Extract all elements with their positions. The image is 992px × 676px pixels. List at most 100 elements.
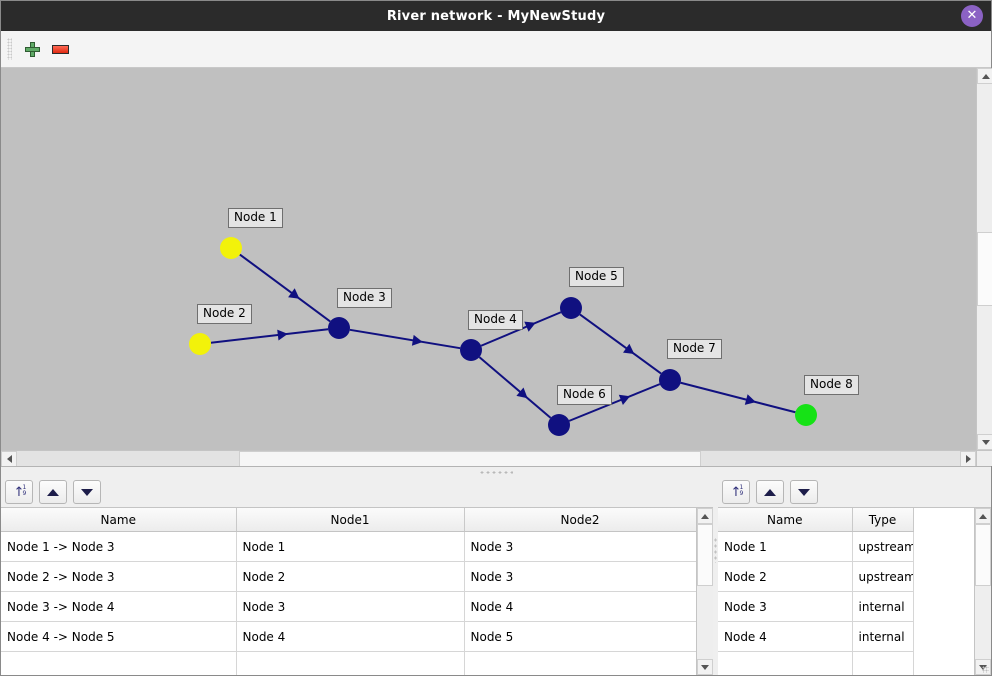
reaches-column-header[interactable]: Name [1,508,237,532]
graph-node-node-6[interactable] [548,414,570,436]
graph-node-node-7[interactable] [659,369,681,391]
canvas-horizontal-scrollbar[interactable] [1,450,976,467]
vscroll-thumb[interactable] [977,232,992,306]
add-node-button[interactable] [18,35,46,63]
nodes-table-row[interactable] [718,651,974,675]
graph-edge[interactable] [349,328,461,350]
vscroll-track[interactable] [977,84,992,434]
nodes-cell-type[interactable]: internal [852,621,914,652]
close-icon[interactable]: ✕ [961,5,983,27]
reaches-cell-name[interactable] [1,651,237,675]
graph-edge[interactable] [579,313,662,375]
reaches-vertical-scrollbar[interactable] [696,508,713,675]
graph-node-label-node-1[interactable]: Node 1 [228,208,283,228]
nodes-cell-name[interactable]: Node 3 [718,591,853,622]
nodes-column-header[interactable]: Name [718,508,853,532]
nodes-cell-name[interactable]: Node 4 [718,621,853,652]
reaches-vscroll-thumb[interactable] [697,524,713,586]
nodes-cell-name[interactable]: Node 1 [718,531,853,562]
vertical-splitter[interactable] [713,477,718,675]
nodes-cell-name[interactable]: Node 2 [718,561,853,592]
graph-node-node-8[interactable] [795,404,817,426]
graph-node-label-node-6[interactable]: Node 6 [557,385,612,405]
nodes-cell-type[interactable]: internal [852,591,914,622]
graph-node-node-2[interactable] [189,333,211,355]
reaches-cell-node2[interactable]: Node 3 [464,561,696,592]
reaches-cell-node2[interactable]: Node 4 [464,591,696,622]
nodes-vscroll-thumb[interactable] [975,524,991,586]
reaches-cell-node2[interactable] [464,651,696,675]
reaches-column-header[interactable]: Node1 [236,508,465,532]
toolbar-grip[interactable] [7,38,12,60]
graph-node-label-node-3[interactable]: Node 3 [337,288,392,308]
reaches-cell-name[interactable]: Node 3 -> Node 4 [1,591,237,622]
reaches-table-row[interactable] [1,651,696,675]
reaches-cell-node1[interactable]: Node 3 [236,591,465,622]
graph-node-node-5[interactable] [560,297,582,319]
graph-edge[interactable] [568,383,661,422]
reaches-cell-node1[interactable]: Node 4 [236,621,465,652]
reaches-move-up-button[interactable] [39,480,67,504]
graph-edge[interactable] [680,381,796,414]
reaches-cell-node2[interactable]: Node 3 [464,531,696,562]
reaches-scroll-up-icon[interactable] [697,508,713,524]
resize-grip-icon[interactable] [982,666,989,673]
graph-edge[interactable] [478,356,552,419]
reaches-vscroll-track[interactable] [697,524,713,659]
reaches-cell-node1[interactable] [236,651,465,675]
graph-node-label-node-2[interactable]: Node 2 [197,304,252,324]
reaches-cell-node1[interactable]: Node 1 [236,531,465,562]
graph-edge[interactable] [210,328,329,344]
canvas-vertical-scrollbar[interactable] [976,68,992,450]
reaches-cell-name[interactable]: Node 2 -> Node 3 [1,561,237,592]
hscroll-track[interactable] [17,451,960,467]
remove-node-button[interactable] [46,35,74,63]
reaches-cell-name[interactable]: Node 1 -> Node 3 [1,531,237,562]
nodes-move-down-button[interactable] [790,480,818,504]
hscroll-thumb[interactable] [239,451,701,467]
nodes-move-up-button[interactable] [756,480,784,504]
nodes-column-header[interactable]: Type [852,508,914,532]
plus-icon [24,41,40,57]
reaches-column-header[interactable]: Node2 [464,508,696,532]
reaches-cell-node1[interactable]: Node 2 [236,561,465,592]
nodes-cell-type[interactable]: upstream [852,531,914,562]
graph-node-label-node-4[interactable]: Node 4 [468,310,523,330]
graph-edge[interactable] [239,253,331,323]
reaches-cell-name[interactable]: Node 4 -> Node 5 [1,621,237,652]
reaches-scroll-down-icon[interactable] [697,659,713,675]
graph-node-node-3[interactable] [328,317,350,339]
graph-node-label-node-7[interactable]: Node 7 [667,339,722,359]
graph-node-node-4[interactable] [460,339,482,361]
graph-node-label-node-5[interactable]: Node 5 [569,267,624,287]
nodes-vertical-scrollbar[interactable] [974,508,991,675]
nodes-vscroll-track[interactable] [975,524,991,659]
horizontal-splitter[interactable] [1,466,991,477]
network-canvas[interactable]: Node 1 Node 2 Node 3 Node 4 Node 5 Node 6 Node… [1,68,976,450]
nodes-cell-type[interactable]: upstream [852,561,914,592]
graph-node-node-1[interactable] [220,237,242,259]
nodes-scroll-up-icon[interactable] [975,508,991,524]
nodes-cell-type[interactable] [852,651,914,675]
graph-node-label-node-8[interactable]: Node 8 [804,375,859,395]
scroll-right-icon[interactable] [960,451,976,467]
reaches-cell-node2[interactable]: Node 5 [464,621,696,652]
scroll-up-icon[interactable] [977,68,992,84]
scroll-left-icon[interactable] [1,451,17,467]
scroll-down-icon[interactable] [977,434,992,450]
nodes-cell-name[interactable] [718,651,853,675]
reaches-move-down-button[interactable] [73,480,101,504]
